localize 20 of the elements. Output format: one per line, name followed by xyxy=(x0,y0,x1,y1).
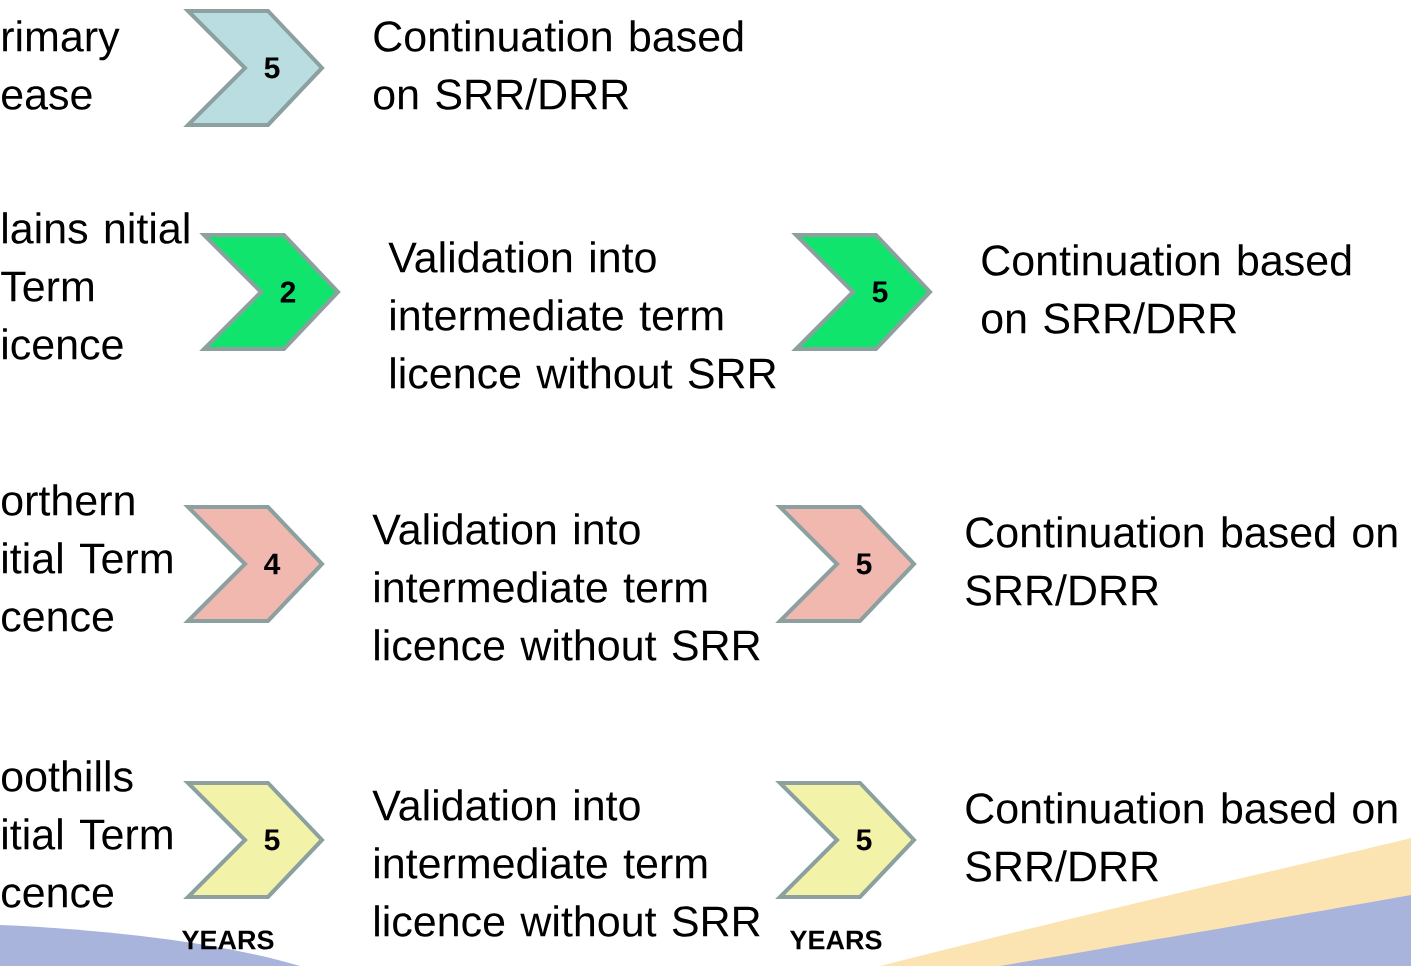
step-text: Continuation based on SRR/DRR xyxy=(966,516,1397,606)
step-text: Continuation based on SRR/DRR xyxy=(374,20,743,110)
chevron: 2 xyxy=(199,233,341,351)
unit-label: YEARS xyxy=(789,930,882,950)
step-text: Validation into intermediate term licence without SRR xyxy=(388,241,776,389)
step-text: oothills itial Term cence xyxy=(2,760,172,908)
chevron: 4 xyxy=(183,505,325,623)
step-text: lains nitial Term icence xyxy=(1,212,189,360)
chevron: 5 xyxy=(791,233,933,351)
step-text: Continuation based on SRR/DRR xyxy=(982,244,1351,334)
step-text: Validation into intermediate term licence without SRR xyxy=(372,789,760,937)
chevron: 5 xyxy=(183,781,325,899)
chevron: 5 xyxy=(775,505,917,623)
chevron: 5 xyxy=(183,9,325,127)
chevron: 5 xyxy=(775,781,917,899)
unit-label: YEARS xyxy=(181,930,274,950)
step-text: rimary ease xyxy=(2,20,120,110)
step-text: Validation into intermediate term licence without SRR xyxy=(372,513,760,661)
step-text: orthern itial Term cence xyxy=(2,484,172,632)
step-text: Continuation based on SRR/DRR xyxy=(966,792,1397,882)
